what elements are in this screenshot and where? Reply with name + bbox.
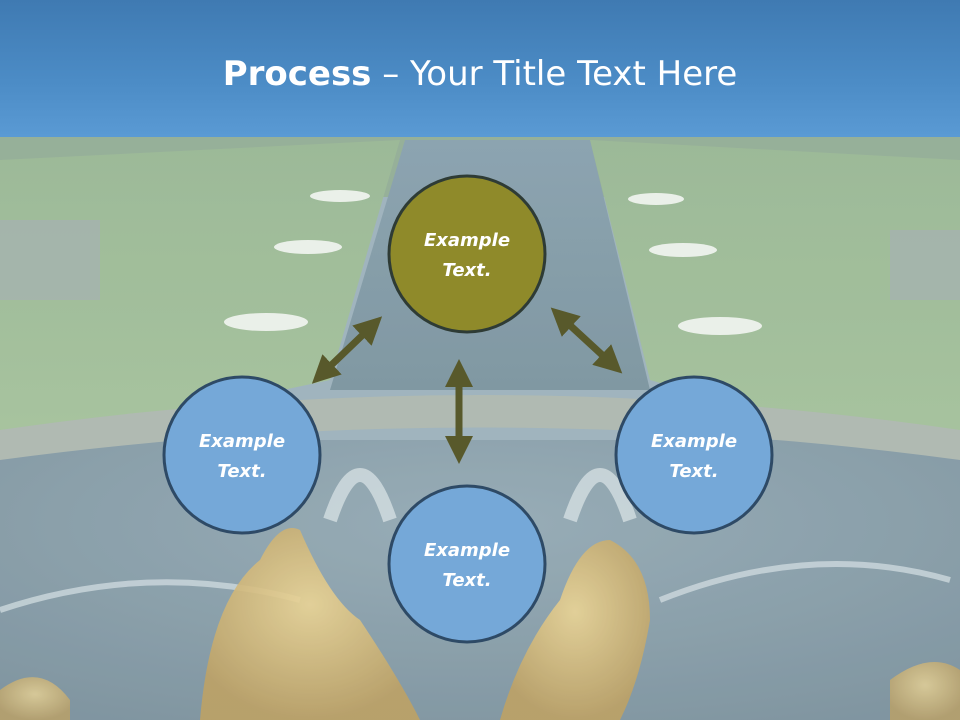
node-right-line1: Example [651,431,737,452]
node-left-line1: Example [199,431,285,452]
arrow-top-left [311,316,383,384]
node-top-line1: Example [424,230,510,251]
node-top-line2: Text. [442,260,491,281]
node-left-line2: Text. [217,461,266,482]
node-bottom-line2: Text. [442,570,491,591]
node-right-line2: Text. [669,461,718,482]
title-bold: Process [222,54,372,94]
node-bottom-line1: Example [424,540,510,561]
arrow-top-right [550,307,623,374]
slide-title: Process – Your Title Text Here [0,52,960,96]
node-right: Example Text. [614,375,774,535]
title-rest: – Your Title Text Here [371,54,738,94]
node-top: Example Text. [387,174,547,334]
node-left: Example Text. [162,375,322,535]
title-bar: Process – Your Title Text Here [0,0,960,137]
node-bottom: Example Text. [387,484,547,644]
